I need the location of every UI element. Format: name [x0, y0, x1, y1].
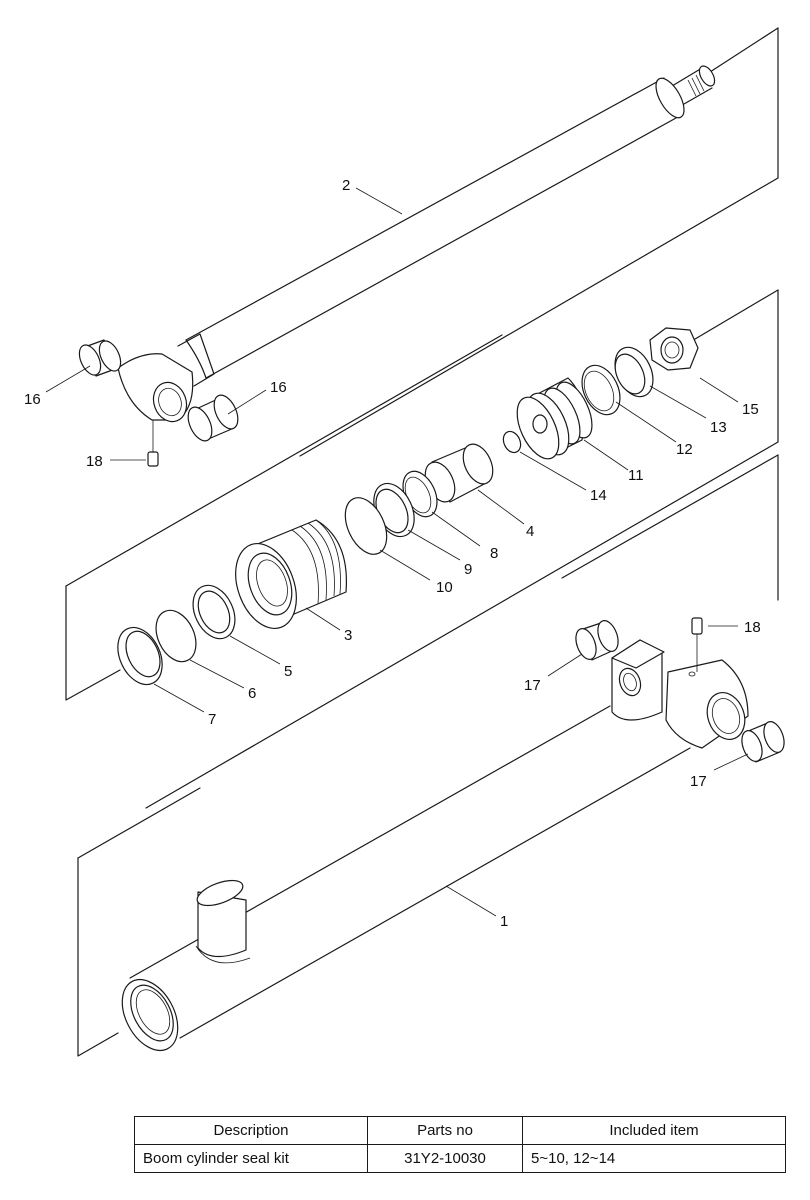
nut-part-15	[649, 327, 699, 371]
label-part-9: 9	[464, 561, 472, 578]
label-part-16-right: 16	[270, 379, 287, 396]
ring-part-12	[581, 364, 621, 416]
cell-parts-no: 31Y2-10030	[367, 1144, 523, 1173]
ring-part-6	[155, 609, 197, 663]
grease-nipple-part-18-right	[691, 617, 703, 672]
label-part-18-top: 18	[86, 453, 103, 470]
table-header-row: Description Parts no Included item	[134, 1116, 786, 1145]
label-part-18-right: 18	[744, 619, 761, 636]
wiper-part-7	[117, 626, 163, 686]
label-part-4: 4	[526, 523, 534, 540]
gland-part-3	[235, 519, 348, 630]
piston-part-11	[516, 377, 593, 460]
bushing-part-17-top	[575, 620, 619, 661]
label-part-1: 1	[500, 913, 508, 930]
label-part-17-bottom: 17	[690, 773, 707, 790]
ring-part-5	[192, 584, 236, 640]
label-part-5: 5	[284, 663, 292, 680]
cell-included-item: 5~10, 12~14	[522, 1144, 786, 1173]
label-part-2: 2	[342, 177, 350, 194]
label-part-16-left: 16	[24, 391, 41, 408]
label-part-11: 11	[628, 467, 644, 484]
seal-kit-table: Description Parts no Included item Boom …	[134, 1116, 786, 1173]
label-part-7: 7	[208, 711, 216, 728]
table-row: Boom cylinder seal kit 31Y2-10030 5~10, …	[134, 1144, 786, 1173]
header-parts-no: Parts no	[367, 1116, 523, 1145]
label-part-12: 12	[676, 441, 693, 458]
label-part-14: 14	[590, 487, 607, 504]
ring-part-13	[614, 346, 654, 398]
cell-description: Boom cylinder seal kit	[134, 1144, 368, 1173]
piston-rod-part-2	[78, 27, 779, 467]
ring-part-10	[344, 497, 388, 555]
o-ring-part-14	[502, 430, 522, 454]
boom-cylinder-exploded-diagram: 2 16 16 18 15 13 12 11 14 4 8 9 10 3 5 6…	[24, 27, 785, 1057]
label-part-13: 13	[710, 419, 727, 436]
leader-lines	[45, 187, 749, 917]
gland-seal-group	[65, 289, 779, 809]
header-description: Description	[134, 1116, 368, 1145]
callout-labels: 2 16 16 18 15 13 12 11 14 4 8 9 10 3 5 6…	[24, 177, 761, 930]
label-part-15: 15	[742, 401, 759, 418]
bushing-part-16-right	[187, 394, 239, 442]
label-part-17-top: 17	[524, 677, 541, 694]
bushing-part-16-left	[78, 339, 122, 377]
bushing-part-4	[424, 443, 494, 503]
bushing-part-17-bottom	[741, 721, 785, 763]
label-part-3: 3	[344, 627, 352, 644]
label-part-10: 10	[436, 579, 453, 596]
label-part-6: 6	[248, 685, 256, 702]
cylinder-tube-part-1	[77, 454, 785, 1057]
label-part-8: 8	[490, 545, 498, 562]
grease-nipple-part-18-top	[147, 420, 159, 467]
header-included-item: Included item	[522, 1116, 786, 1145]
